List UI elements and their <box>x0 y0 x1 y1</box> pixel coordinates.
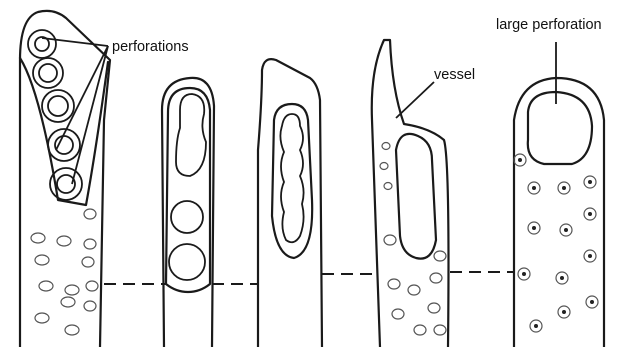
element-4-outline <box>372 40 449 347</box>
vessel-element-3 <box>258 59 322 347</box>
vessel-element-4 <box>372 40 449 347</box>
vessel-element-2 <box>162 78 214 347</box>
element-2-circular-perforation-2 <box>169 244 205 280</box>
element-1-pits <box>31 209 98 335</box>
element-2-outline <box>162 78 214 347</box>
vessel-element-1 <box>20 11 110 347</box>
element-1-end-wall <box>20 58 108 205</box>
element-4-perforation <box>396 134 436 259</box>
label-perforations: perforations <box>112 39 189 55</box>
element-3-inner-perforation <box>280 114 303 242</box>
vessel-element-5 <box>514 78 604 347</box>
vessel-leader <box>396 82 434 118</box>
element-3-outer-perforation <box>272 104 312 258</box>
label-vessel: vessel <box>434 67 475 83</box>
element-5-large-perforation <box>528 92 592 164</box>
label-large-perforation: large perforation <box>496 17 602 33</box>
element-2-circular-perforation-1 <box>171 201 203 233</box>
element-2-upper-perforation <box>176 94 206 176</box>
element-5-bordered-pits <box>514 154 598 332</box>
element-1-outline <box>20 11 110 347</box>
